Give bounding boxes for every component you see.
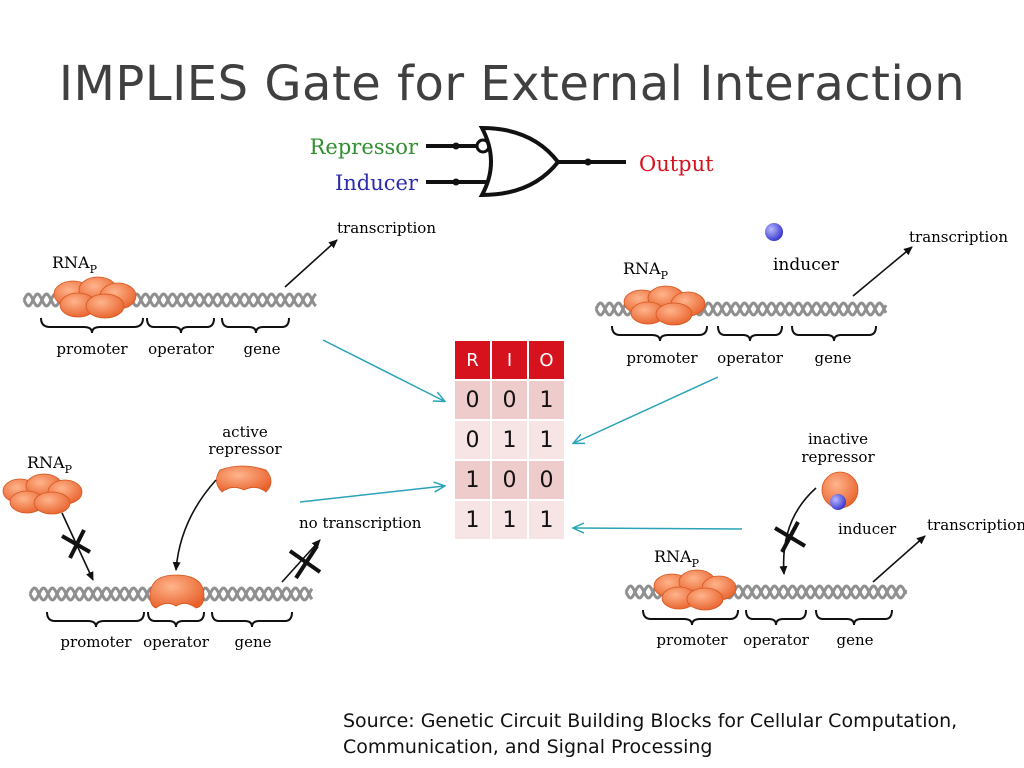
promoter-label: promoter xyxy=(626,349,698,367)
page-title: IMPLIES Gate for External Interaction xyxy=(58,56,966,112)
region-braces xyxy=(611,325,877,342)
header-o: O xyxy=(529,341,564,379)
gene-label: gene xyxy=(814,349,851,367)
panel-bottom-right: RNAP inactive repressor inducer transcri… xyxy=(624,430,1024,649)
gate-input-repressor-label: Repressor xyxy=(310,135,419,159)
operator-label: operator xyxy=(148,340,215,358)
bound-inducer-molecule xyxy=(830,494,846,510)
gate-output-label: Output xyxy=(639,152,714,176)
table-cell: 1 xyxy=(455,501,490,539)
repressor-label-line2: repressor xyxy=(208,440,282,458)
promoter-label: promoter xyxy=(56,340,128,358)
block-x-icon xyxy=(288,544,322,580)
or-gate-body xyxy=(478,125,561,198)
source-citation: Source: Genetic Circuit Building Blocks … xyxy=(343,708,1013,760)
table-cell: 0 xyxy=(492,381,527,419)
rna-polymerase xyxy=(2,473,83,515)
rna-polymerase-label: RNAP xyxy=(623,259,669,282)
connector-arrow-row2 xyxy=(574,376,719,443)
gene-label: gene xyxy=(836,631,873,649)
gene-label: gene xyxy=(234,633,271,651)
active-repressor-icon xyxy=(216,465,272,493)
header-r: R xyxy=(455,341,490,379)
transcription-arrow xyxy=(852,246,913,297)
rna-polymerase xyxy=(623,285,706,326)
panel-bottom-left: RNAP active repressor no transcription p… xyxy=(2,423,422,651)
inducer-molecule xyxy=(765,223,783,241)
connector-arrow-row4 xyxy=(574,528,743,529)
truth-table: R I O 0 0 1 0 1 1 1 0 0 1 1 1 xyxy=(453,339,566,541)
result-label: transcription xyxy=(909,228,1008,246)
region-braces xyxy=(40,317,290,334)
promoter-label: promoter xyxy=(60,633,132,651)
table-cell: 0 xyxy=(492,461,527,499)
repressor-label-line2: repressor xyxy=(801,448,875,466)
table-row: 0 0 1 xyxy=(455,381,564,419)
region-braces xyxy=(642,609,893,626)
panel-top-right: RNAP inducer transcription promoter oper… xyxy=(594,223,1008,367)
block-x-icon xyxy=(773,521,807,553)
table-cell: 0 xyxy=(455,381,490,419)
result-label: no transcription xyxy=(299,514,422,532)
source-line-1: Source: Genetic Circuit Building Blocks … xyxy=(343,710,958,732)
transcription-arrow xyxy=(284,239,338,288)
rna-polymerase xyxy=(653,569,737,611)
connector-arrow-row3 xyxy=(299,486,444,503)
wire-junction-dot xyxy=(584,158,592,166)
bound-repressor-icon xyxy=(149,574,205,609)
rna-polymerase-label: RNAP xyxy=(52,253,98,276)
repressor-label-line1: inactive xyxy=(808,430,868,448)
transcription-arrow xyxy=(872,535,926,583)
blocked-binding-arrow xyxy=(779,487,817,575)
table-cell: 1 xyxy=(529,421,564,459)
inducer-label: inducer xyxy=(773,255,840,275)
logic-gate: Repressor Inducer Output xyxy=(310,125,714,198)
rna-polymerase xyxy=(53,276,137,319)
gate-input-inducer-label: Inducer xyxy=(335,171,419,195)
operator-label: operator xyxy=(717,349,784,367)
region-braces xyxy=(46,611,293,628)
result-label: transcription xyxy=(337,219,436,237)
result-label: transcription xyxy=(927,516,1024,534)
table-cell: 1 xyxy=(492,501,527,539)
table-row: 1 1 1 xyxy=(455,501,564,539)
repressor-label-line1: active xyxy=(222,423,268,441)
gene-label: gene xyxy=(243,340,280,358)
operator-label: operator xyxy=(743,631,810,649)
table-cell: 0 xyxy=(529,461,564,499)
wire-junction-dot xyxy=(452,178,460,186)
table-cell: 1 xyxy=(529,381,564,419)
inducer-label: inducer xyxy=(838,520,897,538)
block-x-icon xyxy=(61,529,91,559)
table-cell: 0 xyxy=(455,421,490,459)
repressor-binding-arrow xyxy=(172,479,217,571)
table-row: 1 0 0 xyxy=(455,461,564,499)
rna-polymerase-label: RNAP xyxy=(27,453,73,476)
truth-table-header: R I O xyxy=(455,341,564,379)
promoter-label: promoter xyxy=(656,631,728,649)
connector-arrow-row1 xyxy=(322,339,444,401)
header-i: I xyxy=(492,341,527,379)
table-cell: 1 xyxy=(492,421,527,459)
table-row: 0 1 1 xyxy=(455,421,564,459)
source-line-2: Communication, and Signal Processing xyxy=(343,736,713,758)
operator-label: operator xyxy=(143,633,210,651)
wire-junction-dot xyxy=(452,142,460,150)
rna-polymerase-label: RNAP xyxy=(654,547,700,570)
table-cell: 1 xyxy=(455,461,490,499)
table-cell: 1 xyxy=(529,501,564,539)
panel-top-left: RNAP transcription promoter operator gen… xyxy=(22,219,436,358)
